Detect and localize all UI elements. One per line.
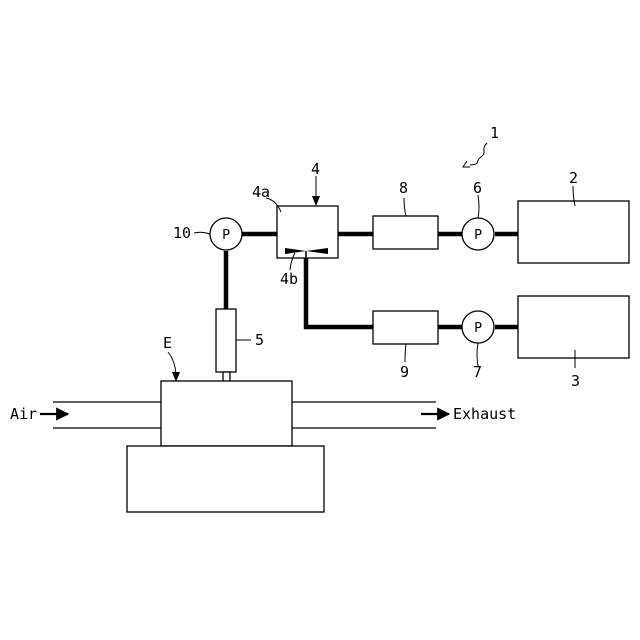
- leader-1-arrow: [463, 161, 470, 167]
- leader-8: [404, 198, 406, 216]
- pump-7: P: [462, 311, 494, 343]
- filter-9: [373, 311, 438, 344]
- label-6: 6: [473, 179, 482, 197]
- tank-2: [518, 201, 629, 263]
- label-5: 5: [255, 331, 264, 349]
- leader-1: [470, 143, 487, 165]
- leader-9: [405, 344, 406, 362]
- tank-3: [518, 296, 629, 358]
- label-2: 2: [569, 169, 578, 187]
- label-9: 9: [400, 363, 409, 381]
- label-3: 3: [571, 372, 580, 390]
- leader-10: [194, 232, 210, 234]
- label-7: 7: [473, 363, 482, 381]
- mixer-4-arrowhead: [312, 196, 320, 206]
- leader-6: [478, 195, 479, 218]
- label-4: 4: [311, 160, 320, 178]
- engine-block: [127, 446, 324, 512]
- pump-6: P: [462, 218, 494, 250]
- air-label: Air: [10, 405, 37, 423]
- label-10: 10: [173, 224, 191, 242]
- components: [127, 201, 629, 512]
- label-4a: 4a: [252, 183, 270, 201]
- pipe-mixer-to-filter9: [306, 258, 373, 327]
- pump-10: P: [210, 218, 242, 250]
- pump-6-symbol: P: [474, 228, 482, 243]
- exhaust-label: Exhaust: [453, 405, 516, 423]
- pump-7-symbol: P: [474, 321, 482, 336]
- injector-5: [216, 309, 236, 372]
- label-8: 8: [399, 179, 408, 197]
- label-4b: 4b: [280, 270, 298, 288]
- label-1: 1: [490, 124, 499, 142]
- engine-head: [161, 381, 292, 446]
- label-E: E: [163, 334, 172, 352]
- pump-10-symbol: P: [222, 228, 230, 243]
- filter-8: [373, 216, 438, 249]
